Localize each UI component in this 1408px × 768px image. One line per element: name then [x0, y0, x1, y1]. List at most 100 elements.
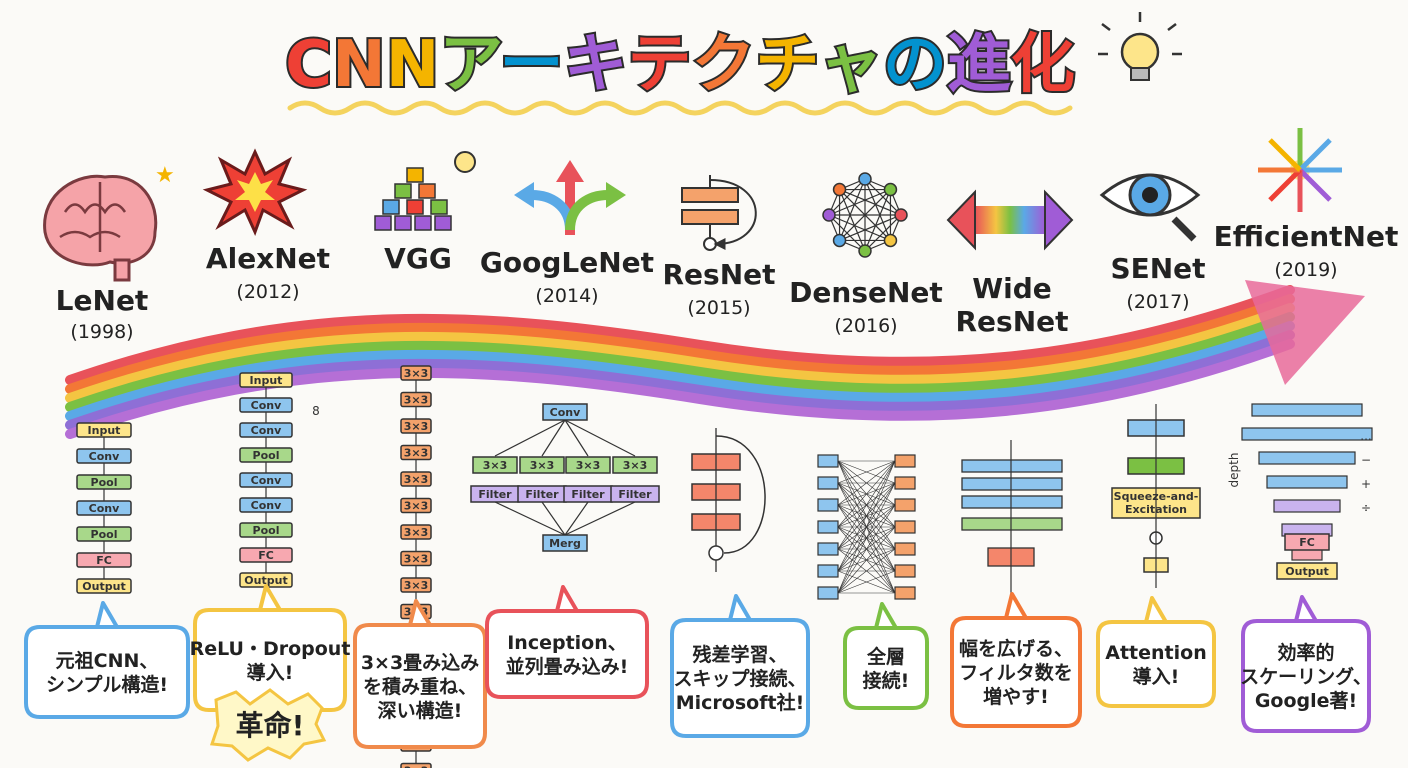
architecture-year: (2014) [535, 285, 598, 307]
layer-label: Merg [549, 537, 581, 550]
layer-block [472, 456, 518, 474]
layer-label: Pool [253, 524, 280, 537]
bubble-text: 革命! [236, 709, 305, 742]
scaling-symbol: ... [1360, 429, 1371, 443]
scaling-arrows-icon [1258, 128, 1342, 212]
wide-layer [961, 477, 1063, 491]
wide-layer [961, 459, 1063, 473]
layer-label: FC [96, 554, 112, 567]
layer-block [612, 456, 658, 474]
add-node [708, 545, 724, 561]
rainbow-stripe [65, 312, 1295, 412]
layer-label: FC [1299, 536, 1315, 549]
layer-block [894, 564, 916, 578]
layer-label: Conv [550, 406, 581, 419]
speech-bubble: 元祖CNN、シンプル構造! [24, 601, 190, 719]
layer-label: Filter [478, 488, 512, 501]
layer-label: 3×3 [404, 765, 429, 768]
layer-block [817, 476, 839, 490]
bubble-text: 残差学習、 [692, 643, 787, 666]
layer-label: Conv [251, 399, 282, 412]
bubble-text: Attention [1105, 642, 1206, 664]
layer-label: 3×3 [530, 459, 555, 472]
depth-label: depth [1227, 453, 1241, 488]
dense-network-icon [822, 172, 908, 258]
layer-block [817, 454, 839, 468]
wide-layer [961, 495, 1063, 509]
layer-label: Conv [251, 499, 282, 512]
layer-label: 3×3 [404, 553, 429, 566]
scaling-symbol: ÷ [1361, 501, 1371, 515]
layer-label: FC [258, 549, 274, 562]
layer-block [894, 586, 916, 600]
architecture-name: VGG [384, 242, 452, 275]
layer-label: Filter [571, 488, 605, 501]
cube-stack-icon [374, 151, 476, 231]
residual-block-icon [681, 175, 757, 251]
architecture-name: Wide [972, 272, 1052, 305]
layer-label: Output [244, 574, 287, 587]
branching-arrows-icon [514, 160, 626, 235]
rainbow-stripe [65, 321, 1295, 421]
bubble-text: スキップ接続、 [673, 667, 806, 690]
layer-block [1258, 451, 1356, 465]
layer-label: 3×3 [404, 367, 429, 380]
architecture-year: (1998) [70, 321, 133, 343]
bubble-text: 導入! [1133, 665, 1180, 688]
bubble-text: Microsoft社! [676, 691, 804, 714]
architecture-year: (2019) [1274, 259, 1337, 281]
layer-label: 3×3 [404, 447, 429, 460]
layer-block [817, 564, 839, 578]
layer-block [519, 456, 565, 474]
layer-block [1284, 533, 1330, 551]
bubble-text: を積み重ね、 [363, 675, 477, 698]
architecture-name: ResNet [662, 258, 775, 291]
layer-label: 3×3 [404, 420, 429, 433]
speech-bubble: 残差学習、スキップ接続、Microsoft社! [670, 594, 810, 738]
layer-label: 3×3 [404, 526, 429, 539]
bubble-text: 元祖CNN、 [56, 649, 159, 672]
layer-label: 3×3 [404, 579, 429, 592]
burst-bubble: 革命! [209, 688, 327, 762]
wide-layer [961, 517, 1063, 531]
layer-block [1273, 499, 1341, 513]
architecture-year: (2016) [834, 315, 897, 337]
layer-block [817, 498, 839, 512]
bubble-text: フィルタ数を [959, 661, 1073, 684]
layer-label: Input [250, 374, 283, 387]
bubble-text: 増やす! [983, 685, 1049, 708]
architecture-year: (2015) [687, 297, 750, 319]
layer-label: Filter [618, 488, 652, 501]
layer-label: 3×3 [576, 459, 601, 472]
layer-label: Conv [89, 450, 120, 463]
layer-label: Conv [89, 502, 120, 515]
explosion-icon [202, 148, 308, 236]
bubble-text: 導入! [247, 661, 294, 684]
layer-label: Conv [251, 474, 282, 487]
layer-block [1251, 403, 1363, 417]
svg-text:★: ★ [155, 163, 175, 188]
architecture-name: SENet [1110, 252, 1205, 285]
layer-label: 3×3 [483, 459, 508, 472]
layer-label: Output [82, 580, 125, 593]
bubble-text: 全層 [866, 645, 905, 668]
layer-block [400, 762, 432, 768]
layer-block [1266, 475, 1348, 489]
brain-icon: ★ [43, 163, 175, 282]
layer-label: Output [1285, 565, 1328, 578]
bubble-text: 接続! [863, 669, 910, 692]
architecture-name: GoogLeNet [480, 246, 654, 279]
bubble-text: シンプル構造! [46, 673, 168, 696]
layer-block [894, 498, 916, 512]
bubble-text: 3×3畳み込み [361, 652, 479, 674]
layer-label: 3×3 [404, 473, 429, 486]
layer-label: Conv [251, 424, 282, 437]
bubble-text: Inception、 [507, 632, 627, 654]
speech-bubbles: 元祖CNN、シンプル構造!ReLU・Dropout導入!3×3畳み込みを積み重ね… [24, 584, 1372, 762]
bubble-text: Google著! [1255, 689, 1357, 712]
